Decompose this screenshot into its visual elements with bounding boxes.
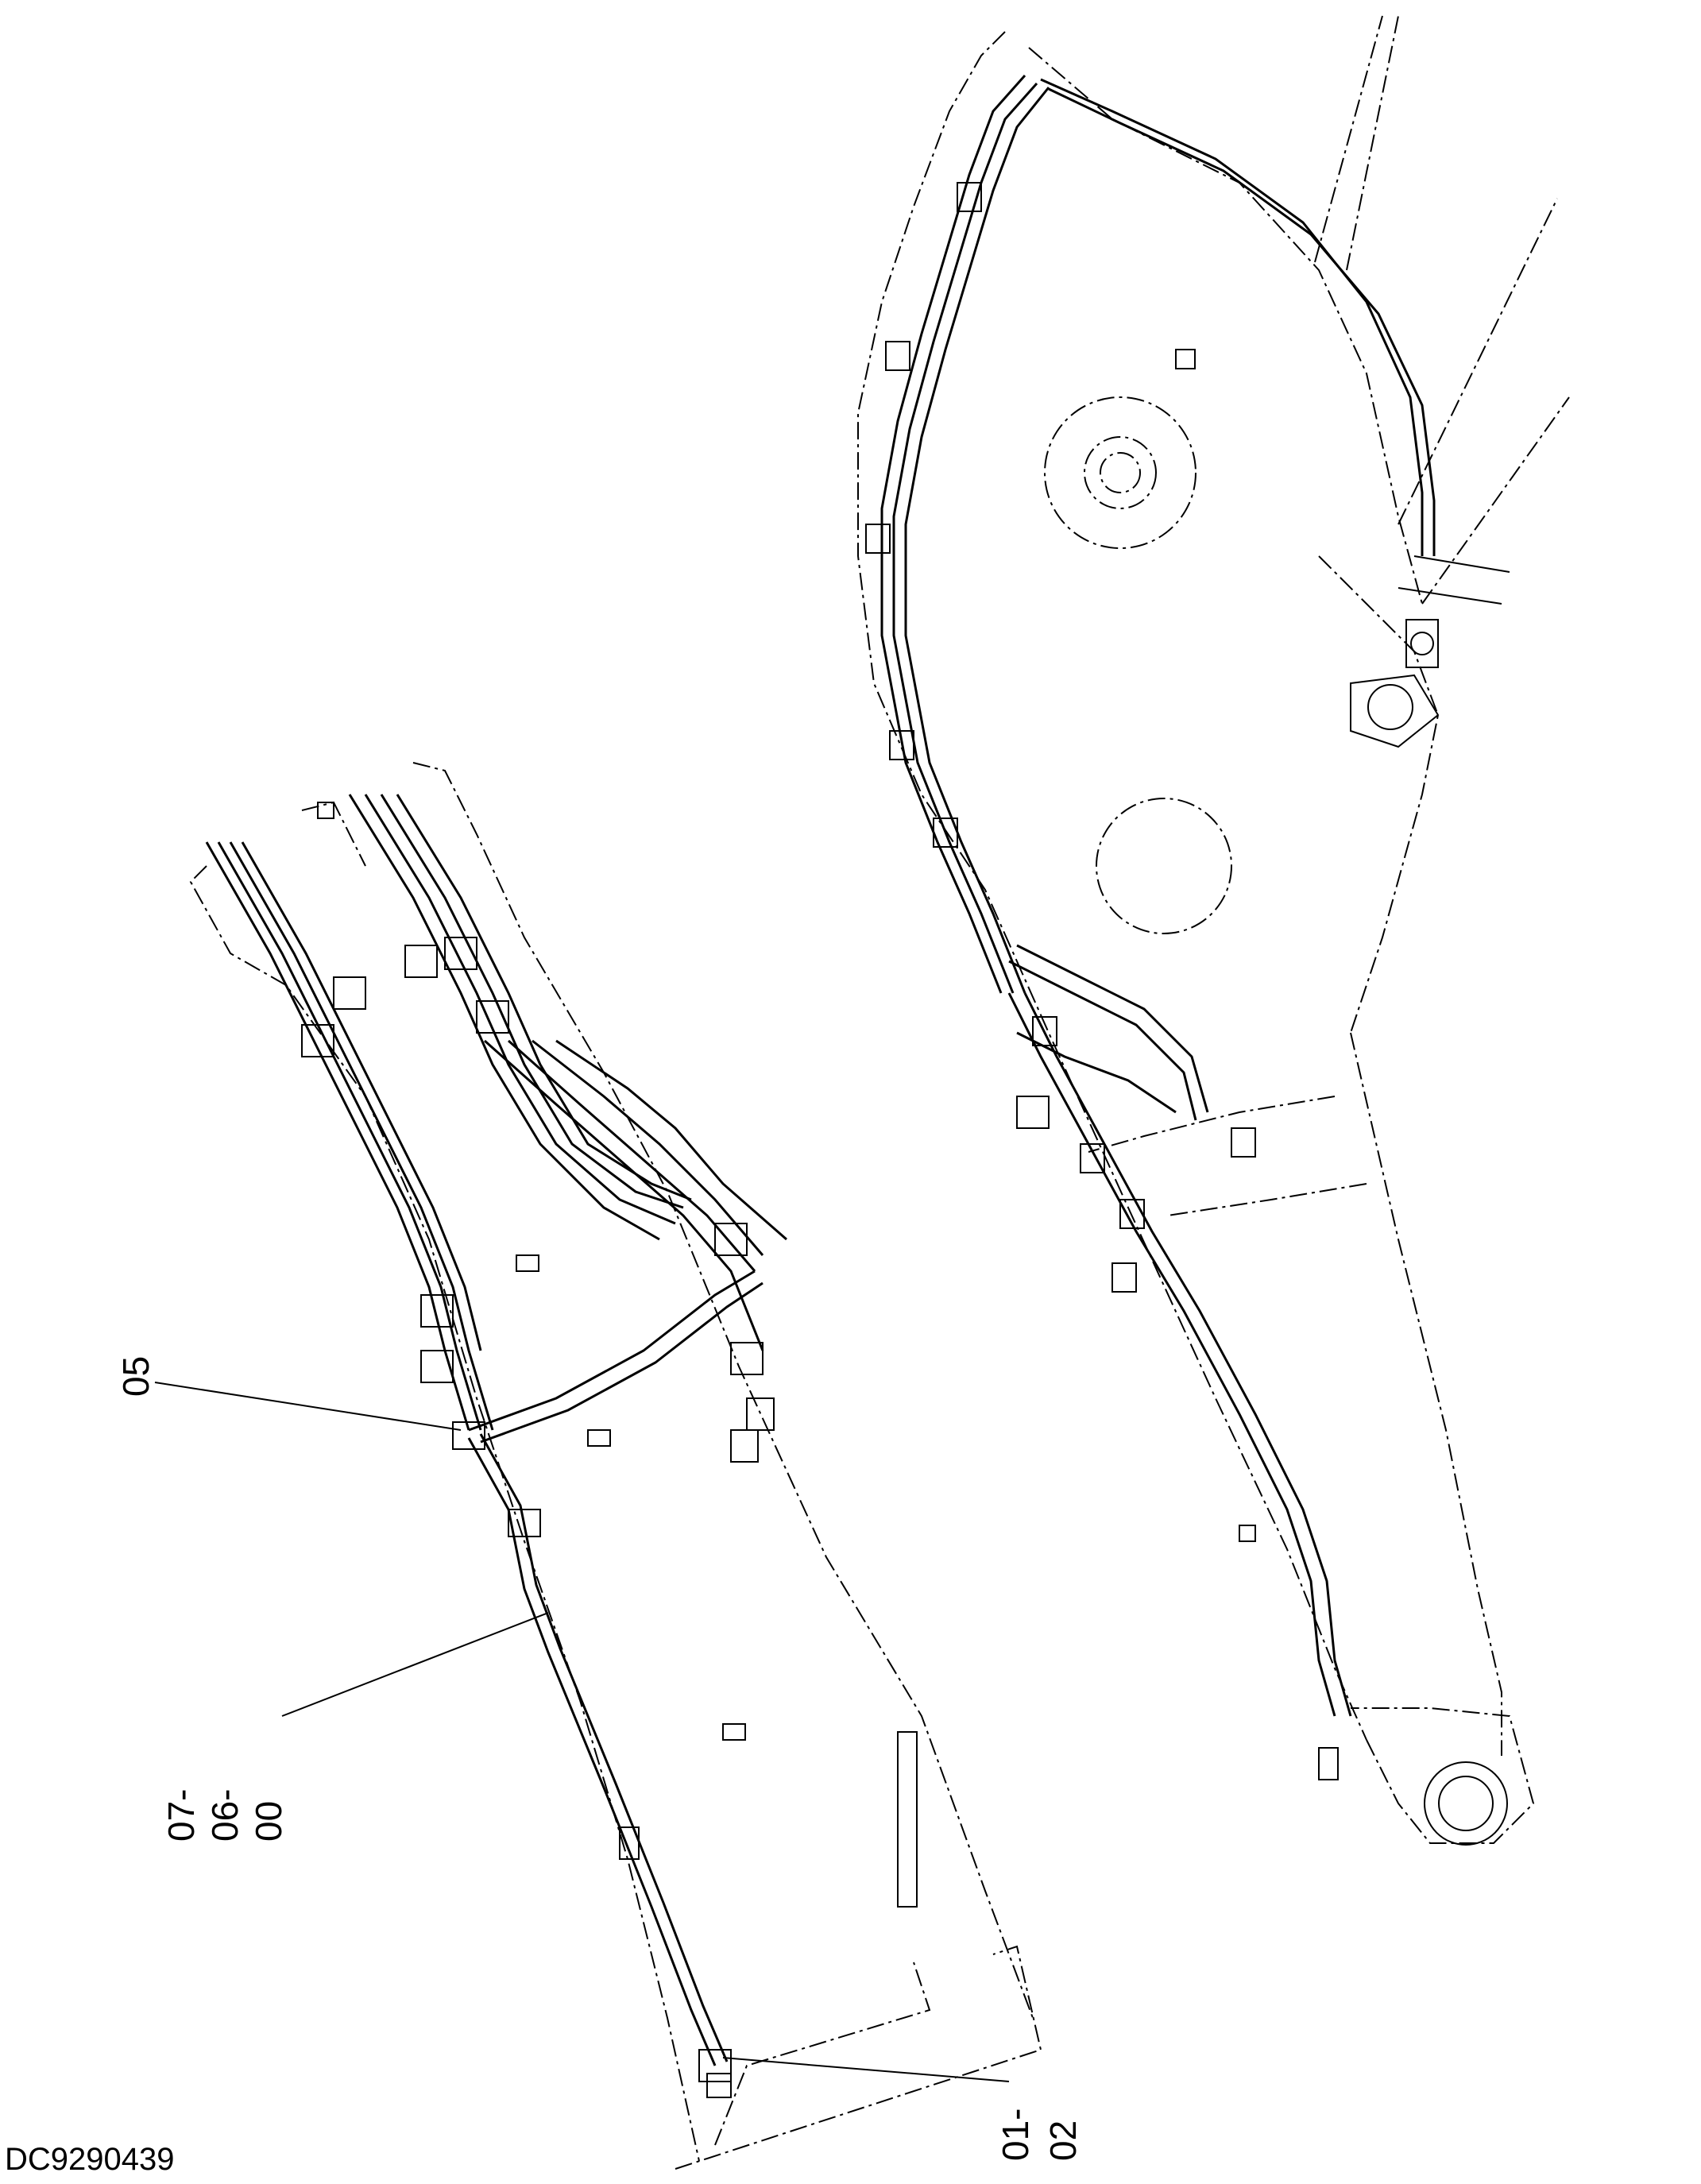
arm-fittings [301, 937, 775, 1463]
boom-hose-clamps [865, 182, 1339, 1780]
callout-01: 01 [995, 2120, 1036, 2161]
leader-lines [154, 1382, 1010, 2082]
boom-cylinder-rod [1398, 555, 1510, 668]
callout-05: 05 [115, 1355, 157, 1397]
callout-07: 07 [160, 1800, 202, 1842]
arm-hoses [205, 794, 787, 1444]
callout-dash-3: - [995, 2108, 1036, 2120]
boom-hoses [880, 75, 1436, 1717]
callout-02: 02 [1042, 2120, 1084, 2161]
callout-07-06-00: 07- [160, 1788, 202, 1842]
callout-00: 00 [248, 1800, 289, 1842]
callout-dash-2: - [204, 1788, 245, 1801]
drawing-code: DC9290439 [5, 2142, 175, 2177]
callout-01-02: 01- [995, 2108, 1036, 2162]
boom-outline [857, 15, 1570, 1844]
callout-dash-1: - [160, 1788, 202, 1801]
callout-pipe-07-06-00 [452, 1421, 732, 2098]
arm-outline [189, 762, 1042, 2170]
boom-pivot-circles [1044, 349, 1508, 1846]
callout-06: 06- [204, 1788, 245, 1842]
callout-06-text: 06 [204, 1800, 245, 1842]
